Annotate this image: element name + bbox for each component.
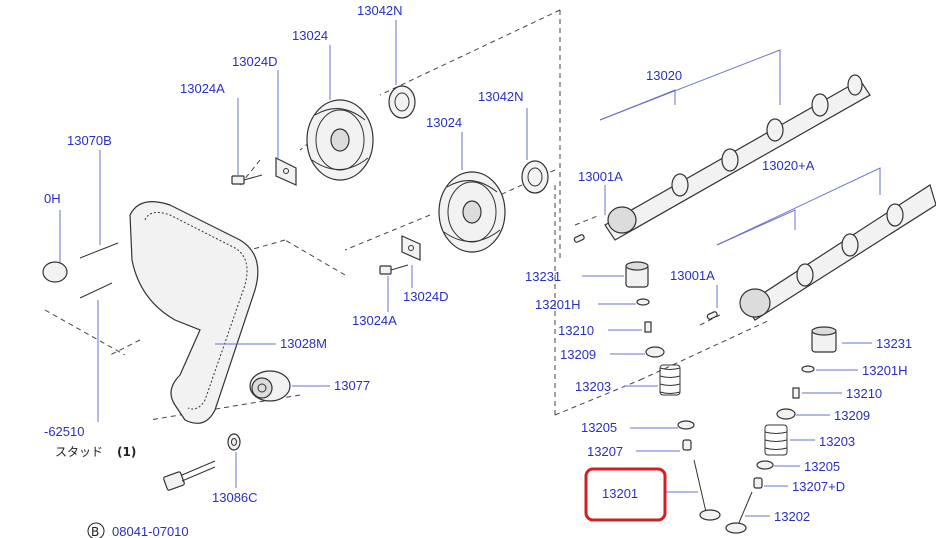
- label-13042N-lower: 13042N: [478, 89, 524, 104]
- label-13024D-upper: 13024D: [232, 54, 278, 69]
- seal-13207D-right: [753, 477, 763, 489]
- key-13001A-upper: [573, 234, 585, 243]
- label-13210-left: 13210: [558, 323, 594, 338]
- label-13205-right: 13205: [804, 459, 840, 474]
- stud-lower: [79, 282, 113, 299]
- camshaft-13020: [604, 74, 871, 241]
- label-13001A-upper: 13001A: [578, 169, 623, 184]
- sprocket-13024-lower: [438, 171, 506, 253]
- label-13207D: 13207+D: [792, 479, 845, 494]
- label-13231-right: 13231: [876, 336, 912, 351]
- plate-13024D-lower: [401, 235, 421, 261]
- label-13231-left: 13231: [525, 269, 561, 284]
- label-13201H-right: 13201H: [862, 363, 908, 378]
- label-08041-07010: 08041-07010: [112, 524, 189, 538]
- label-13024A-lower: 13024A: [352, 313, 397, 328]
- label-13209-right: 13209: [834, 408, 870, 423]
- label-13024A-upper: 13024A: [180, 81, 225, 96]
- label-62510: -62510: [44, 424, 84, 439]
- label-13024-upper: 13024: [292, 28, 328, 43]
- part-labels: 13042N 13024 13024D 13024A 13070B 0H 130…: [44, 3, 912, 538]
- collet-13210: [644, 321, 652, 333]
- label-13202: 13202: [774, 509, 810, 524]
- bolt-badge-B: B: [87, 522, 105, 538]
- label-13001A-lower: 13001A: [670, 268, 715, 283]
- valve-spring-13203: [659, 364, 681, 396]
- retainer-13209: [645, 346, 665, 358]
- collet-13210-right: [792, 387, 800, 399]
- label-13205-left: 13205: [581, 420, 617, 435]
- sprocket-13024-upper: [306, 99, 374, 181]
- stud-upper: [79, 242, 119, 259]
- leader-lines: [59, 20, 881, 517]
- bolt-08041-07010: [163, 460, 216, 491]
- label-13201H-left: 13201H: [535, 297, 581, 312]
- idler-left: [42, 261, 68, 283]
- timing-belt-13028M: [129, 201, 259, 424]
- label-13077: 13077: [334, 378, 370, 393]
- shim-13201H: [636, 298, 650, 306]
- valve-13201: [693, 459, 721, 521]
- seat-13205: [677, 420, 695, 430]
- label-13207: 13207: [587, 444, 623, 459]
- label-13201: 13201: [602, 486, 638, 501]
- pulley-13077: [249, 370, 291, 402]
- valve-lifter-13231: [625, 261, 649, 288]
- label-13020: 13020: [646, 68, 682, 83]
- retainer-13209-right: [776, 408, 796, 420]
- valve-lifter-13231-right: [811, 326, 837, 353]
- label-13203-right: 13203: [819, 434, 855, 449]
- label-13020A: 13020+A: [762, 158, 815, 173]
- bolt-13024A-lower: [379, 264, 409, 275]
- washer-13086C: [227, 433, 241, 451]
- svg-text:B: B: [91, 525, 99, 538]
- seal-13207: [682, 439, 692, 451]
- bolt-13024A-upper: [231, 174, 263, 185]
- plate-13024D-upper: [275, 157, 297, 186]
- label-13203-left: 13203: [575, 379, 611, 394]
- label-13024-lower: 13024: [426, 115, 462, 130]
- oil-seal-13042N-lower: [521, 160, 549, 194]
- shim-13201H-right: [801, 365, 815, 373]
- label-13210-right: 13210: [846, 386, 882, 401]
- oil-seal-13042N-upper: [388, 85, 416, 119]
- label-0H: 0H: [44, 191, 61, 206]
- valve-spring-13203-right: [764, 424, 788, 456]
- label-stud: スタッド: [55, 445, 103, 459]
- label-13042N-upper: 13042N: [357, 3, 403, 18]
- camshaft-13020A: [739, 184, 936, 321]
- valve-13202: [725, 491, 753, 534]
- seat-13205-right: [756, 460, 774, 470]
- label-13024D-lower: 13024D: [403, 289, 449, 304]
- key-13001A-lower: [706, 311, 718, 320]
- label-13028M: 13028M: [280, 336, 327, 351]
- label-stud-qty: (1): [117, 445, 136, 459]
- label-13086C: 13086C: [212, 490, 258, 505]
- label-13070B: 13070B: [67, 133, 112, 148]
- label-13209-left: 13209: [560, 347, 596, 362]
- highlight-box-13201: [584, 467, 667, 522]
